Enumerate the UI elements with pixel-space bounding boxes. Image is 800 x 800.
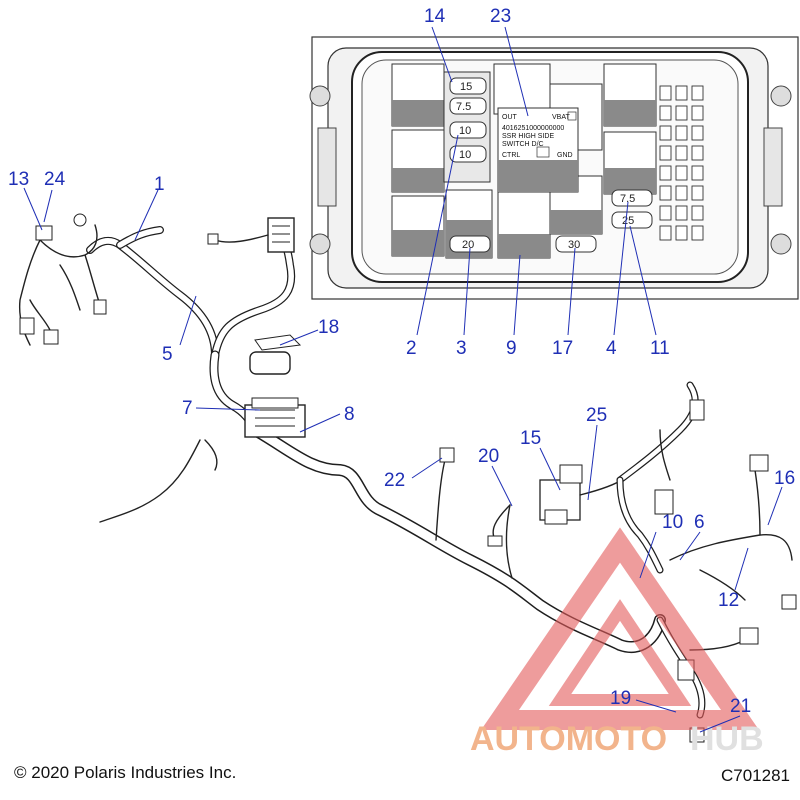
ssr-ctrl-label: CTRL — [502, 152, 520, 159]
connector-cluster-15 — [539, 464, 626, 525]
mini-fuse-slot — [691, 165, 704, 181]
callout-8: 8 — [344, 404, 355, 425]
callout-4: 4 — [606, 338, 617, 359]
mini-fuse-slot — [659, 145, 672, 161]
mini-fuse-slot — [691, 145, 704, 161]
relay-part-18 — [249, 334, 302, 375]
callout-13: 13 — [8, 169, 29, 190]
ssr-vbat-label: VBAT — [552, 114, 570, 121]
mini-fuse-slot — [691, 225, 704, 241]
ssr-line1: SSR HIGH SIDE — [502, 133, 554, 140]
mini-fuse-slot — [659, 225, 672, 241]
mini-fuse-slot — [659, 105, 672, 121]
connector-top — [267, 217, 295, 253]
fuse-label-10-bottom: 10 — [459, 149, 471, 161]
copyright-text: © 2020 Polaris Industries Inc. — [14, 763, 237, 782]
callout-9: 9 — [506, 338, 517, 359]
mini-fuse-slot — [659, 85, 672, 101]
mini-fuse-slot — [691, 185, 704, 201]
callout-5: 5 — [162, 344, 173, 365]
callout-numbers: 14 23 2 3 9 17 4 11 1 13 24 5 18 7 8 22 … — [8, 6, 795, 717]
mini-fuse-slot — [675, 145, 688, 161]
mini-fuse-column — [443, 71, 491, 183]
callout-24: 24 — [44, 169, 66, 190]
mini-fuse-slot — [691, 85, 704, 101]
callout-6: 6 — [694, 512, 705, 533]
callout-18: 18 — [318, 317, 339, 338]
figure-id: C701281 — [720, 766, 790, 785]
mini-fuse-slot — [659, 185, 672, 201]
mini-fuse-slot — [675, 225, 688, 241]
mini-fuse-slot — [675, 125, 688, 141]
watermark-text-left: AUTOMOTO — [470, 720, 667, 758]
fuse-label-7-5-top: 7.5 — [456, 101, 471, 113]
fuse-label-30: 30 — [568, 239, 580, 251]
fuse-label-20: 20 — [462, 239, 474, 251]
mini-fuse-slot — [675, 105, 688, 121]
mini-fuse-slot — [691, 125, 704, 141]
mini-fuse-slot — [659, 125, 672, 141]
relay-block — [391, 63, 657, 259]
callout-25: 25 — [586, 405, 607, 426]
watermark-text-right: HUB — [690, 720, 764, 758]
fuse-grid — [659, 85, 704, 241]
ssr-out-label: OUT — [502, 114, 518, 121]
callout-19: 19 — [610, 688, 631, 709]
ssr-gnd-label: GND — [557, 152, 573, 159]
callout-11: 11 — [650, 338, 670, 359]
callout-21: 21 — [730, 696, 751, 717]
fuse-label-10-top: 10 — [459, 125, 471, 137]
callout-17: 17 — [552, 338, 573, 359]
callout-12: 12 — [718, 590, 739, 611]
mini-fuse-slot — [675, 205, 688, 221]
callout-7: 7 — [182, 398, 193, 419]
ssr-relay: OUT VBAT 4016251000000000 SSR HIGH SIDE … — [497, 107, 579, 193]
fuse-label-25: 25 — [622, 215, 634, 227]
mini-fuse-slot — [675, 85, 688, 101]
mini-fuse-slot — [659, 165, 672, 181]
callout-14: 14 — [424, 6, 446, 27]
callout-1: 1 — [154, 174, 165, 195]
fuse-label-15: 15 — [460, 81, 472, 93]
mini-fuse-slot — [675, 185, 688, 201]
mini-fuse-slot — [691, 105, 704, 121]
watermark-logo: AUTOMOTO HUB — [470, 527, 764, 758]
fuse-label-7-5-right: 7.5 — [620, 193, 635, 205]
callout-3: 3 — [456, 338, 467, 359]
callout-16: 16 — [774, 468, 795, 489]
callout-23: 23 — [490, 6, 511, 27]
callout-10-harness: 10 — [662, 512, 683, 533]
callout-20: 20 — [478, 446, 499, 467]
mini-fuse-slot — [691, 205, 704, 221]
fuse-relay-module — [244, 397, 306, 438]
mini-fuse-slot — [659, 205, 672, 221]
leader-lines — [23, 26, 783, 733]
mini-fuse-slot — [675, 165, 688, 181]
main-harness — [18, 213, 797, 743]
callout-2: 2 — [406, 338, 417, 359]
ssr-line2: SWITCH D/C — [502, 141, 544, 148]
fuse-box-inset: OUT VBAT 4016251000000000 SSR HIGH SIDE … — [309, 36, 799, 300]
callout-15: 15 — [520, 428, 541, 449]
ssr-part-number: 4016251000000000 — [502, 125, 564, 132]
callout-22: 22 — [384, 470, 405, 491]
